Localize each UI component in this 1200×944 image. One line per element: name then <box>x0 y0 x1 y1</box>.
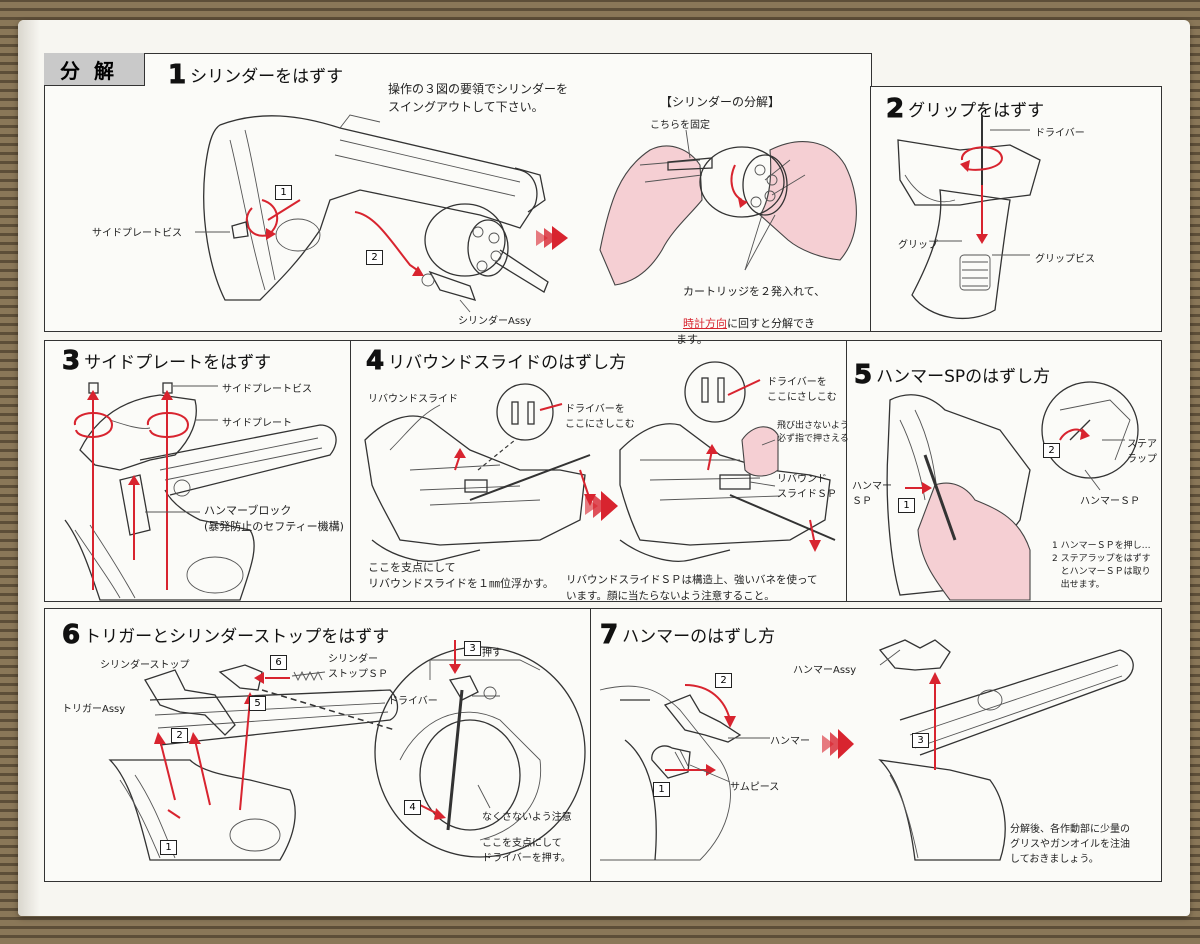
step4-label-driver-left: ドライバーを ここにさしこむ <box>565 404 635 430</box>
step6-label-careful: なくさないよう注意 <box>482 812 572 823</box>
step5-box-1: 1 <box>898 498 915 513</box>
step2-title: 2 グリップをはずす <box>885 93 1045 124</box>
step1-note-pre: カートリッジを２発入れて、 <box>683 285 826 298</box>
step6-label-trigger: トリガーAssy <box>62 704 126 715</box>
step3-label-screw: サイドプレートビス <box>222 384 312 395</box>
step1-label-sideplate-screw: サイドプレートビス <box>92 228 182 239</box>
step6-box-3: 3 <box>464 641 481 656</box>
step6-box-4: 4 <box>404 800 421 815</box>
step7-number: 7 <box>599 619 619 650</box>
step1-label-fix: こちらを固定 <box>650 120 710 131</box>
step2-label-grip-screw: グリップビス <box>1035 254 1095 265</box>
step5-title-text: ハンマーSPのはずし方 <box>876 367 1051 387</box>
step6-box-2: 2 <box>171 728 188 743</box>
step4-number: 4 <box>365 345 385 376</box>
step6-title-text: トリガーとシリンダーストップをはずす <box>84 627 390 647</box>
step4-label-slide-sp: リバウンド スライドＳＰ <box>777 474 837 500</box>
step7-box-1: 1 <box>653 782 670 797</box>
step4-note-warning: リバウンドスライドＳＰは構造上、強いバネを使って います。顔に当たらないよう注意… <box>566 574 818 602</box>
step2-number: 2 <box>885 93 905 124</box>
step7-label-thumb: サムピース <box>730 782 780 793</box>
step1-note-post: に回すと分解でき ます。 <box>676 317 815 346</box>
step1-sub-title: 【シリンダーの分解】 <box>660 95 781 109</box>
step6-box-6: 6 <box>270 655 287 670</box>
section-label: 分解 <box>44 53 145 86</box>
step7-label-hammer-assy: ハンマーAssy <box>793 665 857 676</box>
step5-note: 1 ハンマーＳＰを押し… 2 ステアラップをはずす とハンマーＳＰは取り 出せま… <box>1052 541 1151 590</box>
step3-label-block-note: (暴発防止のセフティー機構) <box>204 520 344 533</box>
step7-title: 7 ハンマーのはずし方 <box>599 619 776 650</box>
step4-label-slide: リバウンドスライド <box>368 394 458 405</box>
step6-box-1: 1 <box>160 840 177 855</box>
step6-number: 6 <box>61 619 81 650</box>
step7-note: 分解後、各作動部に少量の グリスやガンオイルを注油 しておきましょう。 <box>1010 824 1130 865</box>
step6-label-push: 押す <box>482 648 502 659</box>
step4-title-text: リバウンドスライドのはずし方 <box>388 353 627 373</box>
step4-label-hold: 飛び出さないよう 必ず指で押さえる <box>777 421 849 444</box>
step3-label-plate: サイドプレート <box>222 418 292 429</box>
step2-title-text: グリップをはずす <box>908 101 1045 121</box>
step7-title-text: ハンマーのはずし方 <box>622 627 776 647</box>
step5-label-hammer-sp-right: ハンマーＳＰ <box>1080 496 1140 507</box>
step1-instruction: 操作の３図の要領でシリンダーを スイングアウトして下さい。 <box>388 82 569 114</box>
step4-label-driver-right: ドライバーを ここにさしこむ <box>767 377 837 403</box>
step7-label-hammer: ハンマー <box>770 736 810 747</box>
step5-label-hammer-sp-left: ハンマー ＳＰ <box>852 481 892 507</box>
page-gutter <box>18 20 40 916</box>
panel-step2 <box>870 86 1162 332</box>
step3-title-text: サイドプレートをはずす <box>84 353 272 373</box>
step5-title: 5 ハンマーSPのはずし方 <box>853 359 1051 390</box>
step1-box-1: 1 <box>275 185 292 200</box>
step1-title-text: シリンダーをはずす <box>190 67 344 87</box>
step6-label-cyl-stop-sp: シリンダー ストップＳＰ <box>328 654 388 680</box>
step3-title: 3 サイドプレートをはずす <box>61 345 272 376</box>
step2-label-driver: ドライバー <box>1035 128 1085 139</box>
step4-title: 4 リバウンドスライドのはずし方 <box>365 345 627 376</box>
panel-step6 <box>44 608 592 882</box>
step1-title: 1 シリンダーをはずす <box>167 59 344 90</box>
step1-box-2: 2 <box>366 250 383 265</box>
step1-label-cylinder-assy: シリンダーAssy <box>458 316 532 327</box>
step5-box-2: 2 <box>1043 443 1060 458</box>
step5-label-stirrup: ステア ラップ <box>1127 439 1157 465</box>
step6-title: 6 トリガーとシリンダーストップをはずす <box>61 619 390 650</box>
step3-label-block: ハンマーブロック <box>204 504 292 517</box>
panel-step3 <box>44 340 352 602</box>
step2-label-grip: グリップ <box>898 240 938 251</box>
step3-number: 3 <box>61 345 81 376</box>
step1-number: 1 <box>167 59 187 90</box>
step7-box-2: 2 <box>715 673 732 688</box>
step6-label-cyl-stop: シリンダーストップ <box>100 660 190 671</box>
step6-label-driver: ドライバー <box>388 696 438 707</box>
step7-box-3: 3 <box>912 733 929 748</box>
step6-box-5: 5 <box>249 696 266 711</box>
step1-cartridge-note: カートリッジを２発入れて、 時計方向に回すと分解でき ます。 <box>676 268 825 348</box>
step4-note-left: ここを支点にして リバウンドスライドを１㎜位浮かす。 <box>368 561 554 590</box>
step5-number: 5 <box>853 359 873 390</box>
step1-note-highlight: 時計方向 <box>683 317 727 330</box>
step6-note-fulcrum: ここを支点にして ドライバーを押す。 <box>482 838 571 864</box>
panel-step7 <box>590 608 1162 882</box>
panel-step2-frame <box>870 86 1162 332</box>
